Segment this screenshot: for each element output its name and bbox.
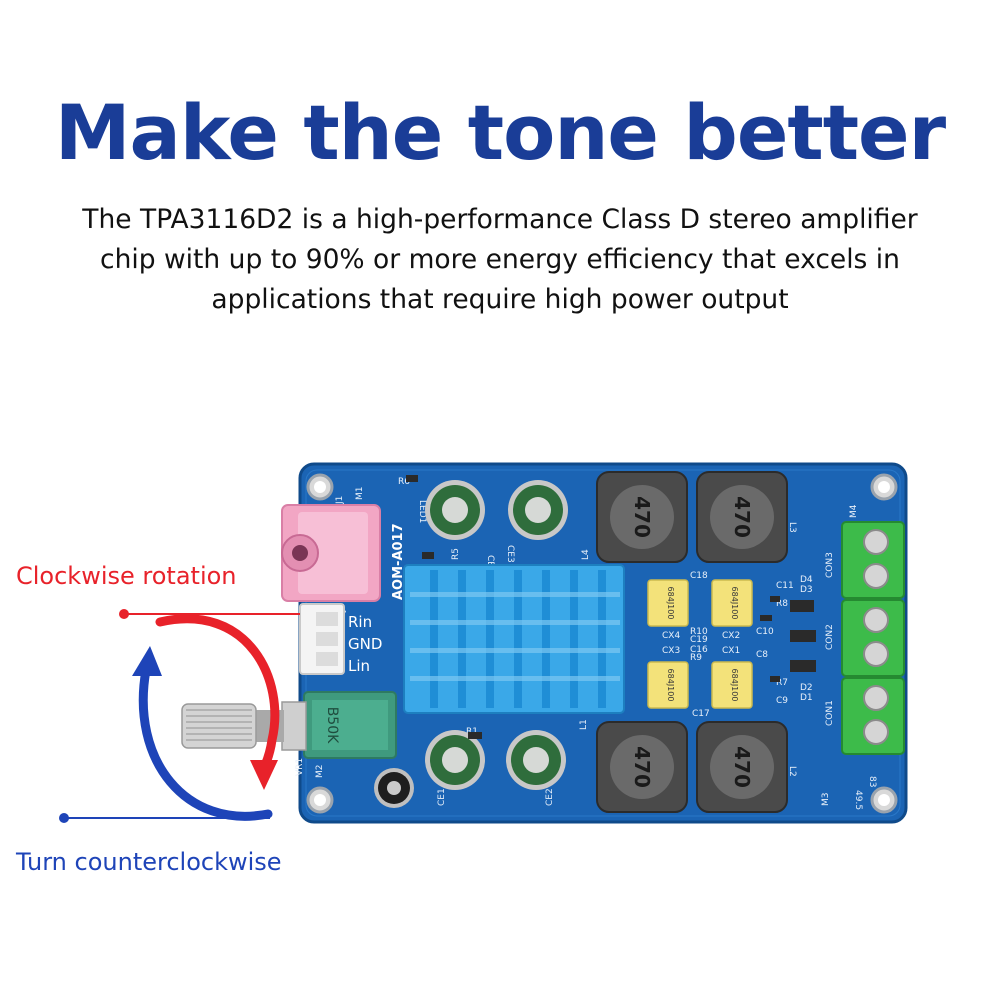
mounting-hole (306, 786, 334, 814)
film-capacitor-marking: 684J100 (730, 587, 739, 620)
silk-r6: R6 (398, 477, 410, 487)
silk-d3: D3 (800, 585, 813, 595)
silk-c18: C18 (690, 571, 708, 581)
inductor: 470 (596, 471, 688, 563)
silk-l4: L4 (581, 549, 591, 560)
clockwise-arrowhead-icon (250, 760, 278, 790)
silk-l2: L2 (787, 766, 797, 777)
silk-j1: J1 (335, 496, 345, 505)
silk-c10: C10 (756, 627, 774, 637)
description-line-2: chip with up to 90% or more energy effic… (100, 244, 900, 275)
capacitor (425, 480, 485, 540)
silk-cx1: CX1 (722, 646, 740, 656)
counterclockwise-arrow-icon (138, 665, 273, 821)
silk-c8: C8 (756, 650, 768, 660)
capacitor (506, 730, 566, 790)
film-capacitor-marking: 684J100 (666, 587, 675, 620)
audio-jack (281, 504, 381, 602)
inductor-marking: 470 (630, 746, 654, 788)
silk-c9: C9 (776, 696, 788, 706)
smd-components (406, 475, 816, 739)
inductor: 470 (696, 471, 788, 563)
silk-c16: C16 (690, 645, 708, 655)
silk-r7: R7 (776, 678, 788, 688)
film-capacitor: 684J100 (647, 661, 689, 709)
silk-m2: M2 (315, 765, 325, 779)
speaker-terminal (841, 521, 905, 599)
mounting-hole (870, 473, 898, 501)
silk-con3: CON3 (825, 552, 835, 578)
film-capacitor: 684J100 (711, 661, 753, 709)
silk-dim-49-5: 49.5 (853, 790, 863, 810)
mounting-hole (306, 473, 334, 501)
silk-d4: D4 (800, 575, 813, 585)
power-terminal (841, 677, 905, 755)
film-capacitor-marking: 684J100 (730, 669, 739, 702)
inductor: 470 (596, 721, 688, 813)
clockwise-leader-dot (119, 609, 129, 619)
film-capacitor: 684J100 (711, 579, 753, 627)
inductor: 470 (696, 721, 788, 813)
silk-con2: CON2 (825, 624, 835, 650)
silk-c19: C19 (690, 635, 708, 645)
silk-m3: M3 (821, 793, 831, 807)
silk-m1: M1 (355, 487, 365, 501)
capacitor (508, 480, 568, 540)
input-label-lin: Lin (348, 657, 370, 675)
volume-potentiometer: B50K (181, 691, 397, 759)
mounting-hole (870, 786, 898, 814)
board-model-label: AOM-A017 (391, 523, 406, 600)
silk-r5: R5 (451, 548, 461, 560)
silk-r8: R8 (776, 599, 788, 609)
input-label-gnd: GND (348, 635, 382, 653)
silk-ce2: CE2 (545, 788, 555, 806)
input-connector (299, 603, 345, 675)
silk-cx3: CX3 (662, 646, 680, 656)
description-line-1: The TPA3116D2 is a high-performance Clas… (82, 204, 918, 235)
silk-led1: LED1 (417, 500, 427, 523)
input-label-rin: Rin (348, 613, 372, 631)
silk-cx4: CX4 (662, 631, 680, 641)
film-capacitor: 684J100 (647, 579, 689, 627)
silk-dim-83: 83 (867, 776, 877, 787)
silk-l3: L3 (787, 522, 797, 533)
capacitor (425, 730, 485, 790)
silk-con1: CON1 (825, 700, 835, 726)
inductor-marking: 470 (730, 496, 754, 538)
counterclockwise-leader-dot (59, 813, 69, 823)
silk-m4: M4 (849, 504, 859, 518)
inductor-marking: 470 (630, 496, 654, 538)
speaker-terminal (841, 599, 905, 677)
clockwise-arrow-icon (155, 614, 280, 777)
potentiometer-marking: B50K (324, 707, 340, 744)
clockwise-rotation-label: Clockwise rotation (16, 562, 237, 590)
description-line-3: applications that require high power out… (211, 284, 789, 315)
silk-c11: C11 (776, 581, 794, 591)
silk-cx2: CX2 (722, 631, 740, 641)
silk-r9: R9 (690, 653, 702, 663)
inductor-marking: 470 (730, 746, 754, 788)
silk-ce3: CE3 (505, 545, 515, 563)
film-capacitor-marking: 684J100 (666, 669, 675, 702)
silk-vr1: VR1 (295, 758, 305, 776)
silk-l1: L1 (579, 719, 589, 730)
counterclockwise-arrowhead-icon (132, 646, 162, 676)
capacitor (374, 768, 414, 808)
description: The TPA3116D2 is a high-performance Clas… (60, 200, 940, 320)
silk-r10: R10 (690, 627, 708, 637)
silk-d1: D1 (800, 693, 813, 703)
silk-ce1: CE1 (437, 788, 447, 806)
headline: Make the tone better (54, 88, 946, 177)
silk-d2: D2 (800, 683, 813, 693)
heatsink (403, 564, 625, 714)
counterclockwise-rotation-label: Turn counterclockwise (16, 848, 282, 876)
silk-ce4: CE4 (485, 555, 495, 573)
silk-c17: C17 (692, 709, 710, 719)
